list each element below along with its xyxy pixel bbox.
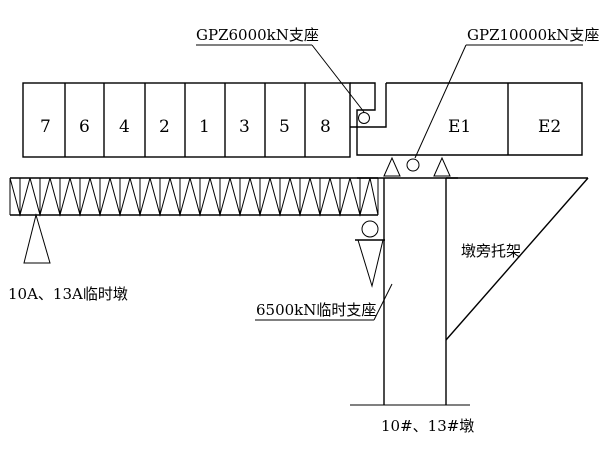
label-temporary-bearing: 6500kN临时支座 xyxy=(256,301,376,319)
label-gpz10000-bearing: GPZ10000kN支座 xyxy=(467,26,599,44)
label-pier-bracket: 墩旁托架 xyxy=(461,242,521,260)
label-pier: 10#、13#墩 xyxy=(381,417,474,435)
bearing-triangle-right xyxy=(433,156,451,177)
bearing-triangle-left xyxy=(383,156,401,177)
halving-joint xyxy=(350,82,376,128)
label-gpz6000-bearing: GPZ6000kN支座 xyxy=(196,26,319,44)
cantilever-segments: E1 E2 xyxy=(356,82,583,156)
girder-segments: 7 6 4 2 1 3 5 8 xyxy=(22,82,351,158)
segment-label-4: 4 xyxy=(119,117,130,137)
temporary-bearing xyxy=(355,220,385,288)
segment-label-6: 6 xyxy=(79,117,90,137)
segment-label-7: 7 xyxy=(40,117,51,137)
segment-label-2: 2 xyxy=(159,117,170,137)
gpz6000-bearing-circle xyxy=(358,112,370,124)
girder-outline xyxy=(22,82,351,158)
label-temporary-pier: 10A、13A临时墩 xyxy=(8,285,128,303)
segment-label-E2: E2 xyxy=(538,117,561,137)
segment-label-5: 5 xyxy=(279,117,290,137)
truss xyxy=(9,177,379,217)
segment-label-8: 8 xyxy=(320,117,331,137)
pier-bearings xyxy=(383,156,451,177)
segment-label-3: 3 xyxy=(239,117,250,137)
leader-lines xyxy=(196,44,583,406)
temporary-pier-support xyxy=(23,213,51,264)
segment-label-1: 1 xyxy=(199,117,210,137)
gpz10000-bearing-circle xyxy=(406,158,420,172)
pier-bracket xyxy=(445,177,589,341)
segment-label-E1: E1 xyxy=(448,117,471,137)
